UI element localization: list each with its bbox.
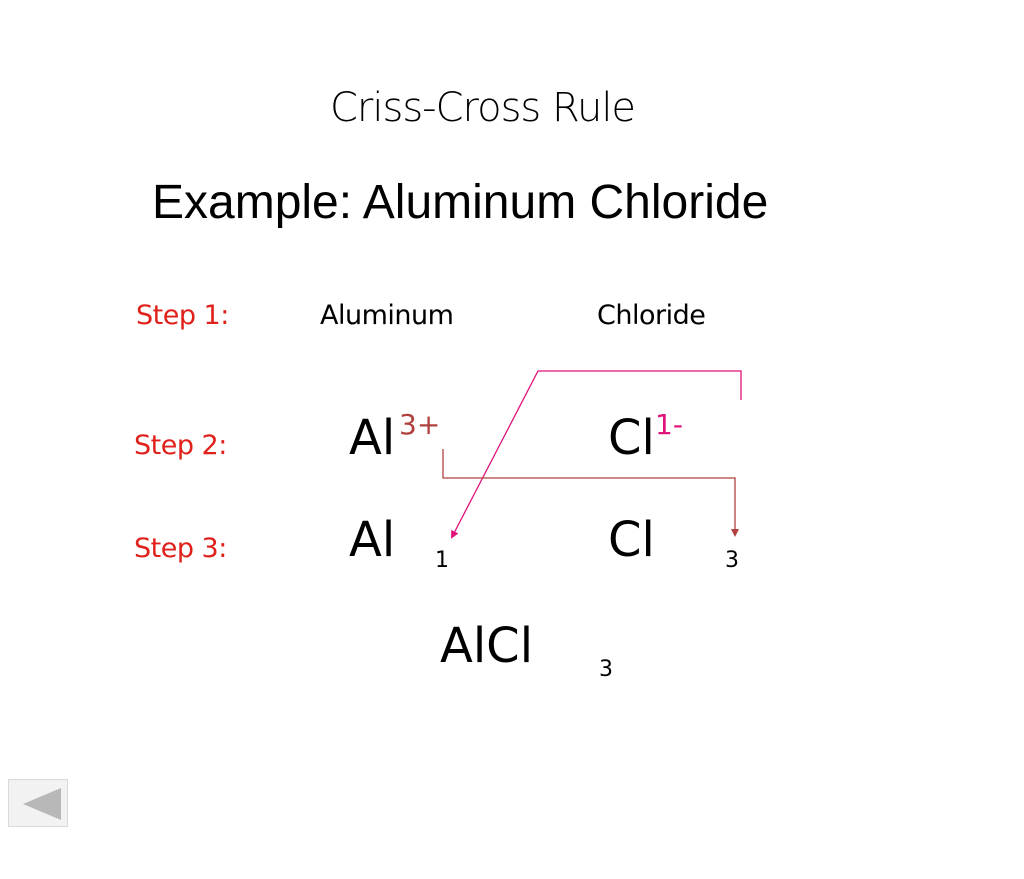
anion-symbol-step3: Cl [608,512,655,568]
triangle-left-icon [23,788,61,820]
anion-charge: 1- [655,408,683,441]
cation-symbol-step3: Al [349,512,396,568]
step-2-label: Step 2: [134,430,227,461]
step-3-label: Step 3: [134,533,227,564]
anion-symbol: Cl [608,410,655,466]
anion-name: Chloride [597,300,706,331]
cation-symbol: Al [349,410,396,466]
arrow-cation-charge-to-anion [442,449,739,537]
arrow-anion-charge-to-cation [451,370,742,539]
result-subscript: 3 [599,657,613,682]
anion-subscript: 3 [725,548,739,573]
slide-title: Criss-Cross Rule [330,85,636,131]
cation-subscript: 1 [435,548,449,573]
slide-subtitle: Example: Aluminum Chloride [152,176,769,229]
result-formula: AlCl [440,618,534,674]
cation-name: Aluminum [320,300,454,331]
cation-charge: 3+ [399,408,441,441]
previous-slide-button[interactable] [8,779,68,827]
step-1-label: Step 1: [136,300,229,331]
